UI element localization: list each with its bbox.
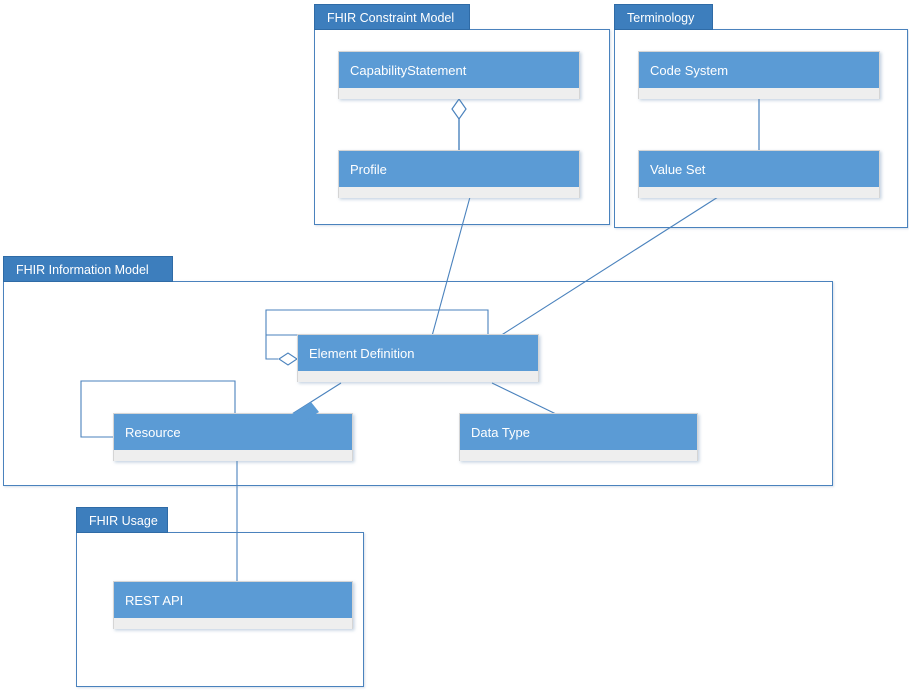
class-rest-api[interactable]: REST API <box>113 581 353 629</box>
class-compartment-profile <box>339 187 579 198</box>
class-compartment-code-system <box>639 88 879 99</box>
class-profile[interactable]: Profile <box>338 150 580 198</box>
class-title-code-system: Code System <box>639 52 879 88</box>
class-title-resource: Resource <box>114 414 352 450</box>
package-tab-terminology[interactable]: Terminology <box>614 4 713 30</box>
class-element-definition[interactable]: Element Definition <box>297 334 539 382</box>
class-title-rest-api: REST API <box>114 582 352 618</box>
class-title-profile: Profile <box>339 151 579 187</box>
package-tab-fhir-information-model[interactable]: FHIR Information Model <box>3 256 173 282</box>
package-tab-fhir-usage[interactable]: FHIR Usage <box>76 507 168 533</box>
package-label-fhir-usage: FHIR Usage <box>89 514 158 528</box>
class-title-value-set: Value Set <box>639 151 879 187</box>
package-body-fhir-information-model <box>3 281 833 486</box>
package-label-terminology: Terminology <box>627 11 695 25</box>
class-compartment-data-type <box>460 450 697 461</box>
class-code-system[interactable]: Code System <box>638 51 880 99</box>
package-label-fhir-constraint-model: FHIR Constraint Model <box>327 11 455 25</box>
class-compartment-rest-api <box>114 618 352 629</box>
package-tab-fhir-constraint-model[interactable]: FHIR Constraint Model <box>314 4 470 30</box>
class-compartment-capability-statement <box>339 88 579 99</box>
class-data-type[interactable]: Data Type <box>459 413 698 461</box>
class-compartment-element-definition <box>298 371 538 382</box>
package-body-fhir-usage <box>76 532 364 687</box>
class-compartment-resource <box>114 450 352 461</box>
class-resource[interactable]: Resource <box>113 413 353 461</box>
package-body-terminology <box>614 29 908 228</box>
class-title-capability-statement: CapabilityStatement <box>339 52 579 88</box>
class-compartment-value-set <box>639 187 879 198</box>
class-capability-statement[interactable]: CapabilityStatement <box>338 51 580 99</box>
package-label-fhir-information-model: FHIR Information Model <box>16 263 149 277</box>
class-title-data-type: Data Type <box>460 414 697 450</box>
class-title-element-definition: Element Definition <box>298 335 538 371</box>
class-value-set[interactable]: Value Set <box>638 150 880 198</box>
